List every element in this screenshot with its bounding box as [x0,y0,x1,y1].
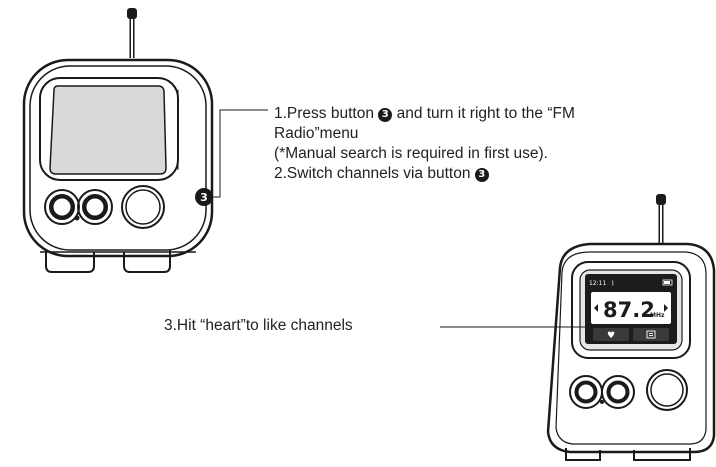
lcd-time: 12:11 [589,280,606,287]
volume-knob-angled [569,375,603,409]
step1-prefix: 1.Press button [274,105,379,122]
lcd-display: 12:11 ᛒ 87.2 MHz ♥ [585,274,677,344]
instructions-top: 1.Press button 3 and turn it right to th… [274,104,575,184]
main-dial-button [121,185,165,229]
button-3-badge: 3 [474,168,489,182]
menu-button [633,328,669,341]
heart-icon: ♥ [607,331,615,341]
step2-line: 2.Switch channels via button 3 [274,164,575,184]
step1-continuation: Radio”menu [274,125,359,142]
heart-button [593,328,629,341]
angled-controls [569,369,688,411]
tune-left-arrow-icon [594,304,598,312]
tuning-knob [77,189,113,225]
button-3-marker-label: 3 [200,191,208,204]
frequency-readout: 87.2 [603,298,655,322]
instructions-bottom: 3.Hit “heart”to like channels [164,316,353,336]
step2-prefix: 2.Switch channels via button [274,165,475,182]
main-dial-button-angled [646,369,688,411]
step1-note: (*Manual search is required in first use… [274,145,548,162]
antenna-icon [656,194,666,244]
button-3-badge: 3 [378,108,393,122]
volume-knob [44,189,80,225]
radio-device-front [22,8,214,273]
frequency-unit: MHz [650,312,665,319]
button-3-marker: 3 [195,188,213,206]
frequency-panel [591,292,671,324]
leader-line-top [213,109,268,198]
antenna-icon [127,8,137,58]
battery-icon [662,279,673,286]
menu-icon [646,330,656,339]
step1-line: 1.Press button 3 and turn it right to th… [274,104,575,124]
step3-line: 3.Hit “heart”to like channels [164,317,353,334]
tune-right-arrow-icon [664,304,668,312]
tuning-knob-angled [601,375,635,409]
step1-suffix: and turn it right to the “FM [392,105,575,122]
bluetooth-icon: ᛒ [611,280,615,287]
